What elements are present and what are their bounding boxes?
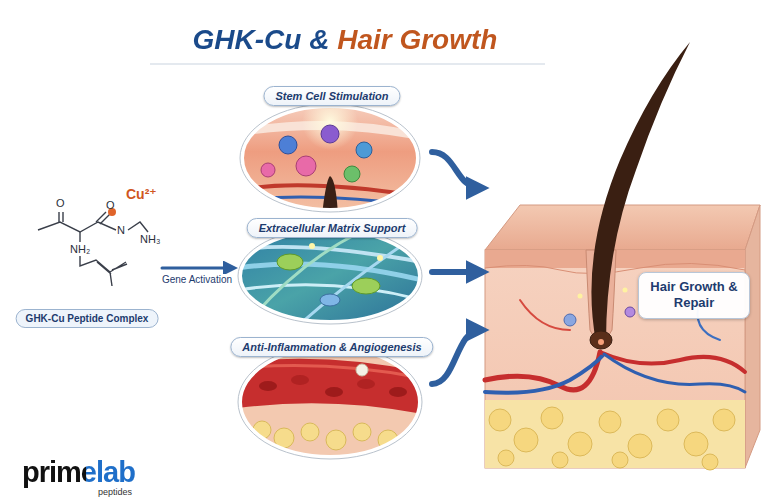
node-label: Stem Cell Stimulation [263, 86, 400, 106]
node-label: Extracellular Matrix Support [247, 218, 418, 238]
atom-label: O [56, 197, 65, 209]
process-oval: Stem Cell Stimulation [232, 86, 432, 214]
logo-text: primelab [22, 456, 135, 489]
ion-label: Cu²⁺ [126, 186, 157, 202]
atom-label: NH₃ [140, 233, 160, 245]
flow-arrow [162, 267, 232, 270]
title: GHK-Cu & Hair Growth [189, 24, 502, 56]
edge-label: Gene Activation [160, 274, 234, 285]
logo-subtext: peptides [98, 487, 132, 497]
process-oval: Extracellular Matrix Support [232, 218, 432, 324]
atom-label: N [117, 224, 125, 236]
flow-arrow [432, 330, 480, 384]
atom-label: O [106, 199, 115, 211]
atom-label: NH₂ [70, 243, 90, 255]
hair-skin-block: Hair Growth & Repair [480, 40, 762, 472]
title-wrap: GHK-Cu & Hair Growth [0, 24, 690, 56]
flow-arrow [432, 152, 480, 188]
node-label: GHK-Cu Peptide Complex [16, 309, 159, 328]
node-label: Anti-Inflammation & Angiogenesis [230, 337, 433, 357]
process-oval: Anti-Inflammation & Angiogenesis [232, 337, 432, 459]
callout-box: Hair Growth & Repair [638, 272, 750, 319]
flow-arrow [432, 269, 480, 275]
